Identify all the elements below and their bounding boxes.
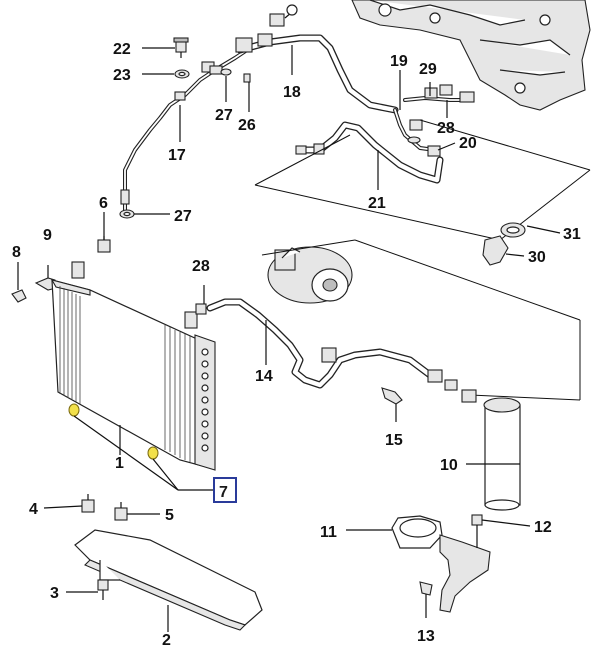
nut-4 xyxy=(81,494,95,513)
callout-9[interactable]: 9 xyxy=(43,227,52,244)
line-14 xyxy=(206,298,458,391)
callout-13[interactable]: 13 xyxy=(417,628,435,645)
receiver-drier-10 xyxy=(461,389,521,511)
callout-2[interactable]: 2 xyxy=(162,632,171,645)
pressure-switch-22 xyxy=(173,37,189,58)
callout-14[interactable]: 14 xyxy=(255,368,273,385)
callout-31[interactable]: 31 xyxy=(563,226,581,243)
nut-5 xyxy=(114,502,128,521)
condenser-1 xyxy=(50,261,216,471)
o-ring-27-upper xyxy=(220,68,232,76)
callout-7-box[interactable] xyxy=(213,477,237,503)
callout-6[interactable]: 6 xyxy=(99,195,108,212)
callout-11[interactable]: 11 xyxy=(320,524,337,541)
callout-26[interactable]: 26 xyxy=(238,117,256,134)
deflector-panel-2 xyxy=(74,529,263,631)
leader-lines xyxy=(17,45,561,632)
callout-7-highlight[interactable]: 7 xyxy=(213,477,237,503)
callout-30[interactable]: 30 xyxy=(528,249,546,266)
callout-10[interactable]: 10 xyxy=(440,457,458,474)
condenser-fins xyxy=(59,286,191,462)
callout-21[interactable]: 21 xyxy=(368,195,386,212)
hose-21 xyxy=(295,121,444,184)
bolt-8 xyxy=(11,289,27,303)
callout-12[interactable]: 12 xyxy=(534,519,552,536)
parts-group-outline-lower xyxy=(261,239,581,401)
bolt-3 xyxy=(97,579,109,600)
bolt-12 xyxy=(471,514,483,548)
callout-27-upper[interactable]: 27 xyxy=(215,107,233,124)
callout-18[interactable]: 18 xyxy=(283,84,301,101)
compressor xyxy=(267,246,353,304)
callout-3[interactable]: 3 xyxy=(50,585,59,602)
callout-27-lower[interactable]: 27 xyxy=(174,208,192,225)
callout-7[interactable]: 7 xyxy=(219,484,228,501)
leader-lines-7 xyxy=(73,415,214,491)
engine-side-lines xyxy=(393,84,475,157)
o-ring-23 xyxy=(174,69,190,79)
callout-5[interactable]: 5 xyxy=(165,507,174,524)
clamp-31 xyxy=(500,222,526,238)
o-ring-27-lower xyxy=(119,209,135,219)
bolt-13 xyxy=(419,581,433,618)
callout-28-upper[interactable]: 28 xyxy=(437,120,455,137)
callout-17[interactable]: 17 xyxy=(168,147,186,164)
callout-22[interactable]: 22 xyxy=(113,41,131,58)
callout-23[interactable]: 23 xyxy=(113,67,131,84)
callout-labels: 22 23 17 18 27 26 19 29 28 20 21 27 6 9 … xyxy=(12,41,581,645)
callout-1[interactable]: 1 xyxy=(115,455,124,472)
drier-bracket-11 xyxy=(391,515,491,613)
hose-end-30 xyxy=(482,235,509,266)
condenser-tube-ends xyxy=(201,348,209,452)
callout-4[interactable]: 4 xyxy=(29,501,38,518)
top-fitting xyxy=(269,4,298,27)
callout-29[interactable]: 29 xyxy=(419,61,437,78)
fitting-28-lower xyxy=(195,285,207,315)
callout-28-lower[interactable]: 28 xyxy=(192,258,210,275)
suction-line-18 xyxy=(201,33,399,114)
callout-20[interactable]: 20 xyxy=(459,135,477,152)
callout-8[interactable]: 8 xyxy=(12,244,21,261)
callout-19[interactable]: 19 xyxy=(390,53,408,70)
callout-15[interactable]: 15 xyxy=(385,432,403,449)
parts-group-outline-upper xyxy=(254,119,591,241)
engine-block xyxy=(351,0,591,111)
bolt-26 xyxy=(243,73,251,83)
bolt-15 xyxy=(381,387,403,422)
